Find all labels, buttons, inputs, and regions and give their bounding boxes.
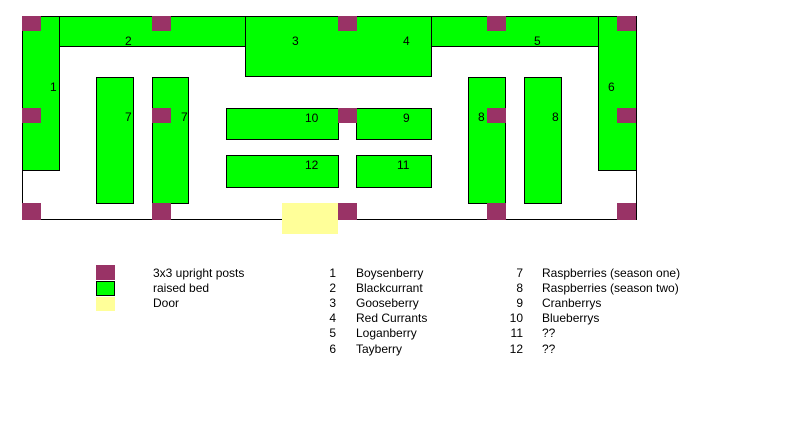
post	[487, 108, 506, 123]
plant-name: Raspberries (season two)	[542, 281, 679, 295]
bed-1	[22, 16, 60, 171]
legend-swatch-bed	[96, 281, 115, 296]
bed-label-7b: 7	[181, 110, 188, 124]
plant-num: 8	[516, 281, 523, 295]
post	[338, 16, 357, 31]
bed-label-10: 10	[305, 111, 319, 125]
bed-label-5: 5	[534, 34, 541, 48]
plant-num: 1	[329, 266, 336, 280]
post	[338, 108, 357, 123]
plant-name: Raspberries (season one)	[542, 266, 681, 280]
post	[22, 203, 41, 220]
bed-label-4: 4	[403, 34, 410, 48]
post	[338, 203, 357, 220]
bed-5	[431, 16, 599, 47]
post	[22, 108, 41, 123]
post	[152, 203, 171, 220]
bed-label-1: 1	[50, 80, 57, 94]
plant-num: 6	[329, 342, 336, 356]
plant-name: ??	[542, 342, 556, 356]
plant-name: Boysenberry	[356, 266, 424, 280]
post	[617, 16, 636, 31]
bed-label-8a: 8	[478, 110, 485, 124]
plant-num: 9	[516, 296, 523, 310]
bed-11	[356, 155, 432, 188]
bed-label-7a: 7	[125, 110, 132, 124]
bed-label-11: 11	[397, 158, 410, 172]
post	[152, 16, 171, 31]
plant-name: Tayberry	[356, 342, 403, 356]
post	[617, 108, 636, 123]
plant-name: Gooseberry	[356, 296, 419, 310]
plant-num: 4	[329, 311, 336, 325]
post	[152, 108, 171, 123]
legend-label-post: 3x3 upright posts	[153, 266, 245, 280]
plant-name: Loganberry	[356, 326, 417, 340]
post	[487, 16, 506, 31]
plant-num: 10	[509, 311, 523, 325]
door	[282, 203, 338, 234]
plant-name: Blackcurrant	[356, 281, 423, 295]
bed-label-2: 2	[125, 34, 132, 48]
plant-name: ??	[542, 326, 556, 340]
plant-num: 5	[329, 326, 336, 340]
plant-num: 7	[516, 266, 523, 280]
bed-label-12: 12	[305, 158, 319, 172]
plant-num: 11	[510, 326, 523, 340]
plant-num: 12	[509, 342, 523, 356]
bed-label-9: 9	[403, 111, 410, 125]
plant-name: Cranberrys	[542, 296, 602, 310]
bed-12	[226, 155, 339, 188]
plant-name: Blueberrys	[542, 311, 600, 325]
legend-label-door: Door	[153, 296, 180, 310]
bed-7a	[96, 77, 134, 204]
bed-label-8b: 8	[552, 110, 559, 124]
post	[487, 203, 506, 220]
plant-num: 2	[329, 281, 336, 295]
post	[617, 203, 636, 220]
plant-num: 3	[329, 296, 336, 310]
legend-swatch-door	[96, 297, 115, 311]
bed-label-3: 3	[292, 34, 299, 48]
bed-label-6: 6	[608, 80, 615, 94]
bed-6	[598, 16, 637, 171]
bed-8a	[468, 77, 506, 204]
post	[22, 16, 41, 31]
bed-7b	[152, 77, 189, 204]
plant-name: Red Currants	[356, 311, 428, 325]
legend-swatch-post	[96, 265, 115, 280]
bed-10	[226, 108, 339, 140]
bed-9	[356, 108, 432, 140]
bed-8b	[524, 77, 562, 204]
legend-label-bed: raised bed	[153, 281, 210, 295]
